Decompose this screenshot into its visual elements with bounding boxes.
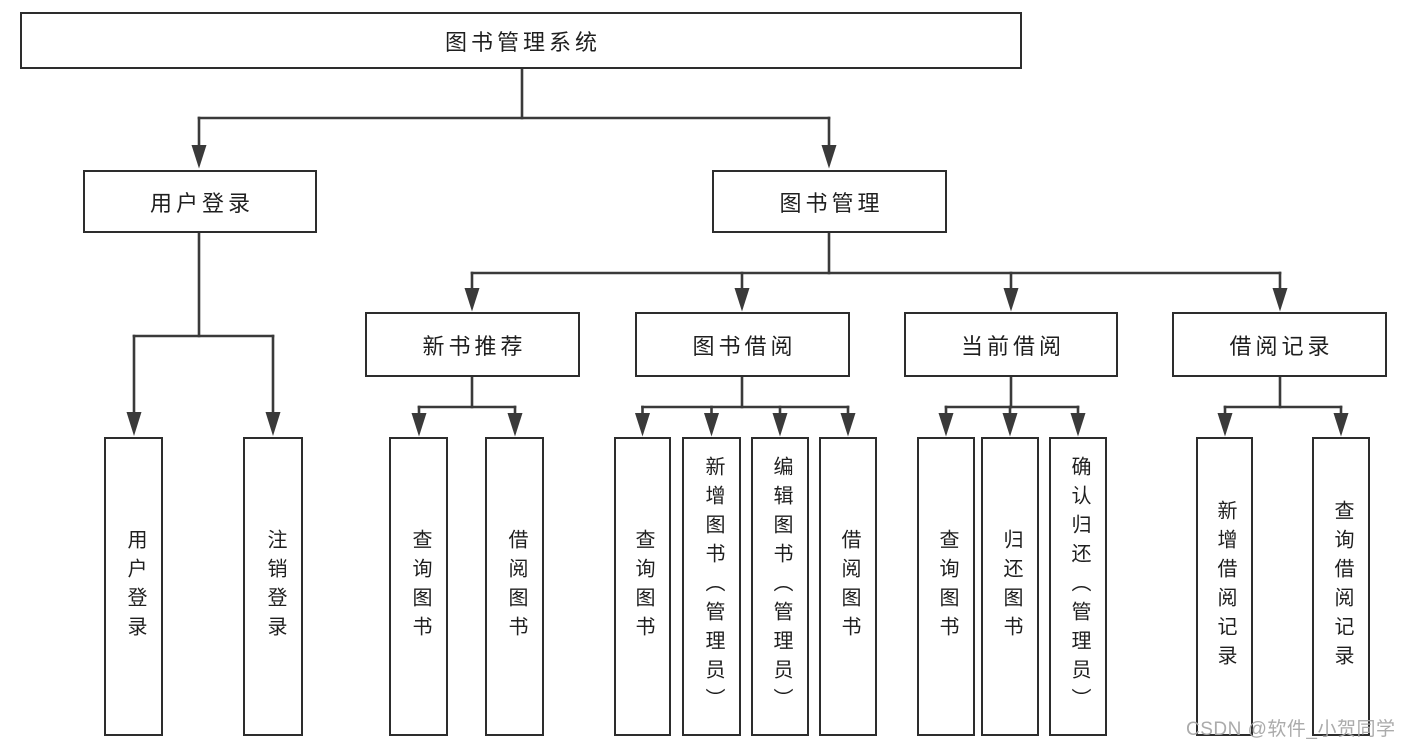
leaf-user-login: 用户登录	[104, 437, 163, 736]
connector-book-mgmt-to-level3	[464, 233, 1288, 312]
leaf-borrow-books: 借阅图书	[485, 437, 544, 736]
leaf-return-books: 归还图书	[981, 437, 1039, 736]
node-book-management: 图书管理	[712, 170, 947, 233]
leaf-query-books: 查询图书	[389, 437, 448, 736]
arrowhead-icon	[840, 413, 856, 437]
node-borrow-records: 借阅记录	[1172, 312, 1387, 377]
node-current-borrow: 当前借阅	[904, 312, 1118, 377]
connector-new-books-to-leaves	[411, 377, 523, 437]
arrowhead-icon	[265, 412, 281, 436]
node-label: 用户登录	[149, 190, 254, 216]
arrowhead-icon	[938, 413, 954, 437]
arrowhead-icon	[635, 413, 650, 437]
arrowhead-icon	[1070, 413, 1086, 437]
arrowhead-icon	[704, 413, 719, 437]
arrowhead-icon	[734, 288, 750, 312]
node-new-book-recommend: 新书推荐	[365, 312, 580, 377]
node-label: 借阅记录	[1229, 333, 1334, 359]
connector-book-borrow-to-leaves	[635, 377, 856, 437]
arrowhead-icon	[821, 145, 837, 169]
leaf-edit-books-admin: 编辑图书（管理员）	[751, 437, 809, 736]
node-user-login: 用户登录	[83, 170, 317, 233]
node-label: 图书借阅	[692, 333, 797, 359]
arrowhead-icon	[1217, 413, 1233, 437]
node-book-borrow: 图书借阅	[635, 312, 850, 377]
leaf-add-borrow-record: 新增借阅记录	[1196, 437, 1253, 736]
connector-current-borrow-to-leaves	[938, 377, 1086, 437]
node-root-library-system: 图书管理系统	[20, 12, 1022, 69]
arrowhead-icon	[1272, 288, 1288, 312]
arrowhead-icon	[507, 413, 523, 437]
node-label: 图书管理	[779, 190, 884, 216]
node-label: 当前借阅	[960, 333, 1065, 359]
node-label: 新书推荐	[422, 333, 527, 359]
leaf-borrow-books: 借阅图书	[819, 437, 877, 736]
arrowhead-icon	[126, 412, 142, 436]
arrowhead-icon	[411, 413, 427, 437]
leaf-confirm-return-admin: 确认归还（管理员）	[1049, 437, 1107, 736]
arrowhead-icon	[1002, 413, 1018, 437]
arrowhead-icon	[191, 145, 207, 169]
leaf-query-books: 查询图书	[614, 437, 671, 736]
watermark: CSDN @软件_小贺同学	[1186, 719, 1396, 740]
leaf-query-books: 查询图书	[917, 437, 975, 736]
leaf-add-books-admin: 新增图书（管理员）	[682, 437, 741, 736]
arrowhead-icon	[772, 413, 788, 437]
connector-borrow-records-to-leaves	[1217, 377, 1349, 437]
arrowhead-icon	[1333, 413, 1349, 437]
node-label: 图书管理系统	[444, 29, 601, 55]
connector-user-login-to-leaves	[126, 233, 281, 436]
arrowhead-icon	[1003, 288, 1019, 312]
leaf-logout: 注销登录	[243, 437, 303, 736]
leaf-query-borrow-record: 查询借阅记录	[1312, 437, 1370, 736]
arrowhead-icon	[464, 288, 480, 312]
connector-root-to-level2	[191, 68, 837, 169]
